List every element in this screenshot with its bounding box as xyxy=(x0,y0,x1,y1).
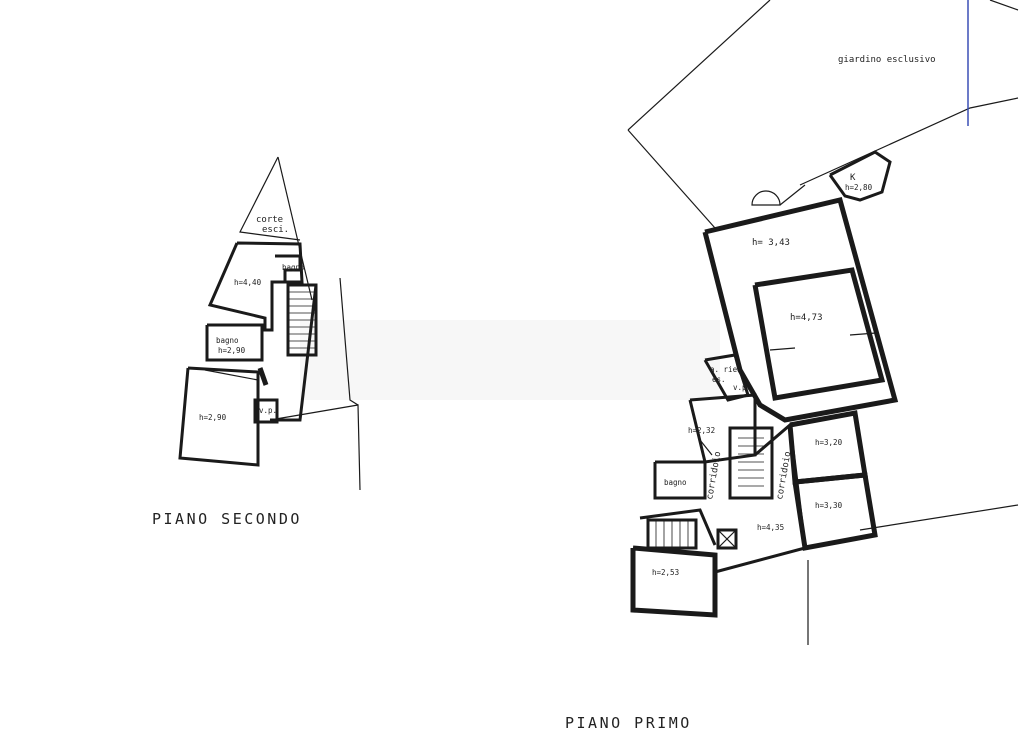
second-floor-courtyard-label: corte esci. xyxy=(256,215,289,235)
site-line xyxy=(239,156,301,241)
k-room-height: h=2,80 xyxy=(845,183,873,192)
room-wall xyxy=(714,422,807,574)
room-wall xyxy=(639,508,717,546)
stair-block xyxy=(728,426,774,500)
se-room-1-height: h=3,20 xyxy=(815,438,843,447)
sw-room-height: h=2,53 xyxy=(652,568,679,577)
room-wall xyxy=(792,472,878,551)
door-mark xyxy=(769,347,796,351)
second-floor-bath-mid-height: h=2,90 xyxy=(218,346,246,355)
second-floor-room-top-label: h=4,40 xyxy=(234,278,262,287)
entry-room-height: h=4,35 xyxy=(757,523,784,532)
room-wall xyxy=(205,323,264,362)
door-mark xyxy=(849,332,877,336)
garden-line xyxy=(799,97,1019,186)
first-floor-vp-label: v.p. xyxy=(733,383,751,392)
first-floor-plan: giardino esclusivo K h=2,80 h= 3,43 h=4,… xyxy=(627,0,1019,645)
site-line xyxy=(269,404,361,491)
second-floor-title: PIANO SECONDO xyxy=(152,510,302,528)
corridor-label-1: corridoio xyxy=(705,451,723,501)
room-wall xyxy=(275,254,302,282)
stair-treads xyxy=(655,520,689,548)
site-line xyxy=(859,504,1019,531)
first-floor-title: PIANO PRIMO xyxy=(565,714,692,732)
stair-treads xyxy=(738,437,764,487)
se-room-2-height: h=3,30 xyxy=(815,501,843,510)
shaft-cross xyxy=(717,529,737,549)
large-room-height: h=4,73 xyxy=(790,313,823,323)
room-wall xyxy=(653,460,707,500)
second-floor-bath-top-label: bagno xyxy=(282,263,305,272)
garden-label: giardino esclusivo xyxy=(838,55,936,65)
spiral-stair xyxy=(751,190,781,206)
west-room-height: h=2,32 xyxy=(688,426,715,435)
second-floor-bath-mid-label: bagno xyxy=(216,336,239,345)
garden-line xyxy=(989,0,1019,11)
wall-segment xyxy=(257,367,269,386)
vp-block xyxy=(253,398,279,424)
second-floor-vp-label: v.p. xyxy=(259,406,277,415)
site-line xyxy=(627,0,771,131)
room-wall xyxy=(828,150,892,202)
corridor-label-2: corridoio xyxy=(775,451,793,501)
second-floor-room-bottom-label: h=2,90 xyxy=(199,413,227,422)
north-room-height: h= 3,43 xyxy=(752,238,790,248)
room-wall xyxy=(630,545,718,618)
site-line xyxy=(627,129,716,229)
light-well-label: a. rie es. xyxy=(710,365,742,384)
window-mark xyxy=(699,439,713,456)
site-line xyxy=(339,277,359,406)
shaft-box xyxy=(716,528,738,550)
room-wall xyxy=(270,284,318,422)
wall-segment xyxy=(779,184,806,206)
room-wall xyxy=(752,267,886,401)
watermark xyxy=(300,320,720,400)
first-floor-bath-label: bagno xyxy=(664,478,687,487)
k-room-label: K xyxy=(850,173,856,183)
second-floor-plan: corte esci. bagno h=4,40 bagno h=2,90 h=… xyxy=(178,156,361,491)
room-wall xyxy=(787,410,868,485)
diagonal-line xyxy=(204,369,259,381)
